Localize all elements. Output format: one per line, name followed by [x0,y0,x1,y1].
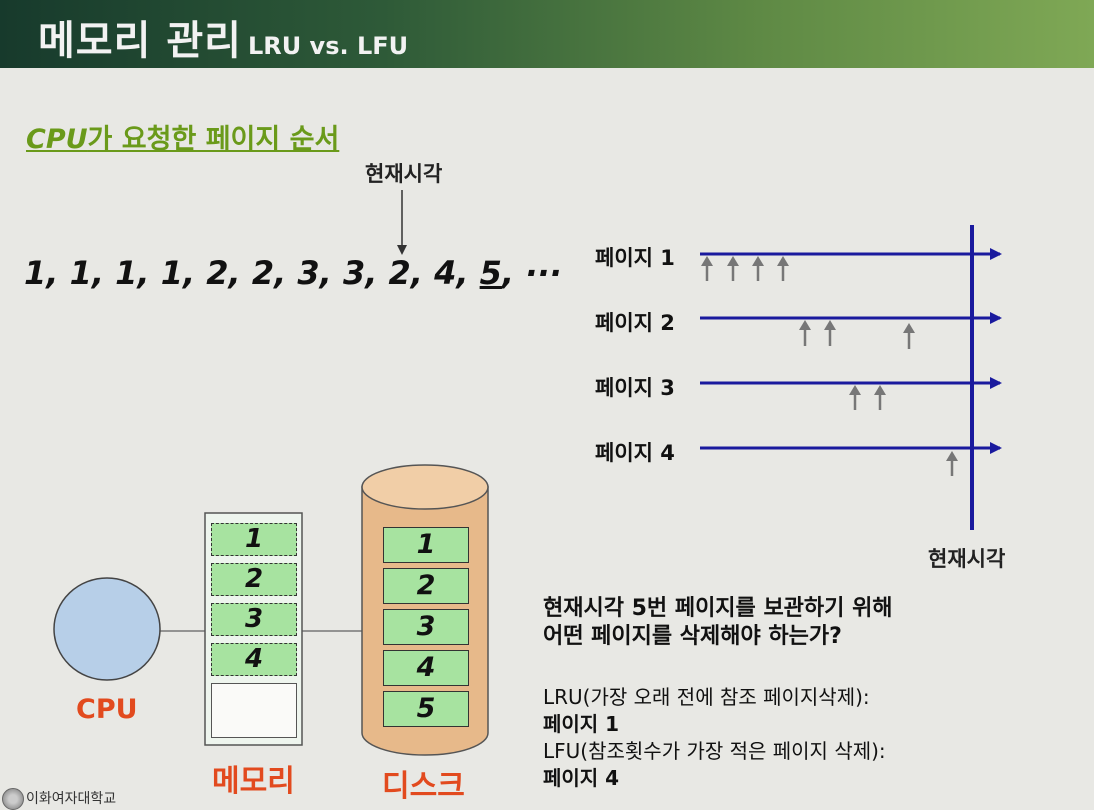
cpu-circle [53,577,161,681]
lfu-answer: 페이지 4 [543,766,620,790]
memory-slot-3: 3 [211,603,297,636]
disk-slot-5: 5 [383,691,469,727]
timeline-label-1: 페이지 1 [595,246,675,270]
timeline-label-2: 페이지 2 [595,311,675,335]
disk-label: 디스크 [382,769,465,804]
timeline-now-label: 현재시각 [928,547,1006,571]
memory-slot-1: 1 [211,523,297,556]
title-text: 메모리 관리 [38,18,242,64]
logo-text: 이화여자대학교 [26,791,117,807]
memory-label: 메모리 [212,764,295,799]
question-line-2: 어떤 페이지를 삭제해야 하는가? [543,624,842,649]
sequence-heading: CPU가 요청한 페이지 순서 [26,117,339,156]
timeline-label-3: 페이지 3 [595,376,675,400]
timeline-label-4: 페이지 4 [595,441,675,465]
disk-slot-3: 3 [383,609,469,645]
sequence-items: 1, 1, 1, 1, 2, 2, 3, 3, 2, 4, [24,254,480,292]
disk-slot-1: 1 [383,527,469,563]
sequence-now-arrowhead [397,245,407,255]
question: 현재시각 5번 페이지를 보관하기 위해 어떤 페이지를 삭제해야 하는가? [543,595,893,651]
memory-slot-4: 4 [211,643,297,676]
lru-answer: 페이지 1 [543,712,620,736]
sequence-now-label: 현재시각 [365,162,443,186]
cpu-label: CPU [76,694,138,725]
sequence-current: 5 [479,254,502,292]
memory-slot-2: 2 [211,563,297,596]
disk-slot-2: 2 [383,568,469,604]
answers: LRU(가장 오래 전에 참조 페이지삭제): 페이지 1 LFU(참조횟수가 … [543,684,886,792]
reference-ticks [701,256,958,476]
memory-slot-empty [211,683,297,738]
disk-slot-4: 4 [383,650,469,686]
heading-cpu: CPU [26,124,88,155]
page-sequence: 1, 1, 1, 1, 2, 2, 3, 3, 2, 4, 5, ··· [24,254,562,292]
heading-rest: 가 요청한 페이지 순서 [87,124,340,155]
title-subtitle: LRU vs. LFU [247,32,409,60]
question-line-1: 현재시각 5번 페이지를 보관하기 위해 [543,596,893,621]
seal-icon [2,788,24,810]
university-logo: 이화여자대학교 [2,788,116,810]
disk-top [361,464,489,510]
sequence-suffix: , ··· [501,254,562,292]
lfu-label: LFU(참조횟수가 가장 적은 페이지 삭제): [543,739,886,763]
lru-label: LRU(가장 오래 전에 참조 페이지삭제): [543,685,870,709]
